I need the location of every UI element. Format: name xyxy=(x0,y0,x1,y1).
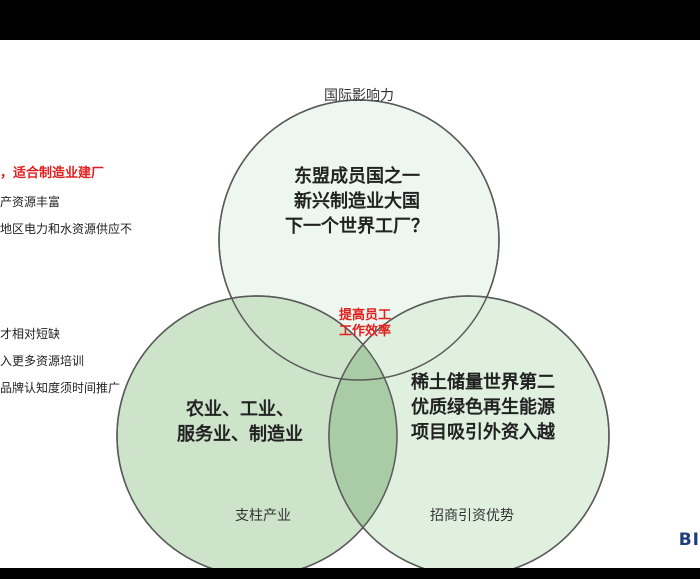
top-circle-line-0: 东盟成员国之一 xyxy=(294,166,420,187)
center-line-0: 提高员工 xyxy=(338,308,392,323)
right-circle-line-2: 项目吸引外资入越 xyxy=(411,422,555,443)
left-item-4: 入更多资源培训 xyxy=(0,354,85,368)
top-circle-line-2: 下一个世界工厂？ xyxy=(285,216,429,237)
left-circle-line-1: 服务业、制造业 xyxy=(177,424,303,445)
outline-top xyxy=(218,99,500,381)
logo: BI xyxy=(678,530,700,550)
left-circle-body: 农业、工业、 服务业、制造业 xyxy=(177,397,303,447)
outline-right xyxy=(328,295,610,568)
right-circle-label: 招商引资优势 xyxy=(430,508,514,524)
center-line-1: 工作效率 xyxy=(338,324,392,339)
outline-left xyxy=(116,295,398,568)
left-item-1: 产资源丰富 xyxy=(0,195,61,209)
right-circle-line-0: 稀土储量世界第二 xyxy=(411,372,555,393)
top-circle-line-1: 新兴制造业大国 xyxy=(294,191,420,212)
left-item-3: 才相对短缺 xyxy=(0,327,61,341)
right-circle-line-1: 优质绿色再生能源 xyxy=(411,397,555,418)
top-circle-label: 国际影响力 xyxy=(324,88,394,104)
venn-diagram xyxy=(116,99,610,568)
center-text: 提高员工 工作效率 xyxy=(339,308,391,340)
top-circle-body: 东盟成员国之一 新兴制造业大国 下一个世界工厂？ xyxy=(285,164,429,239)
slide: ，适合制造业建厂 产资源丰富 地区电力和水资源供应不 才相对短缺 入更多资源培训… xyxy=(0,40,700,568)
left-circle-label: 支柱产业 xyxy=(235,508,291,524)
left-item-2: 地区电力和水资源供应不 xyxy=(0,222,133,236)
left-circle-line-0: 农业、工业、 xyxy=(186,399,294,420)
left-item-0: ，适合制造业建厂 xyxy=(0,166,105,181)
left-item-5: 品牌认知度须时间推广 xyxy=(0,381,121,395)
right-circle-body: 稀土储量世界第二 优质绿色再生能源 项目吸引外资入越 xyxy=(411,370,555,445)
